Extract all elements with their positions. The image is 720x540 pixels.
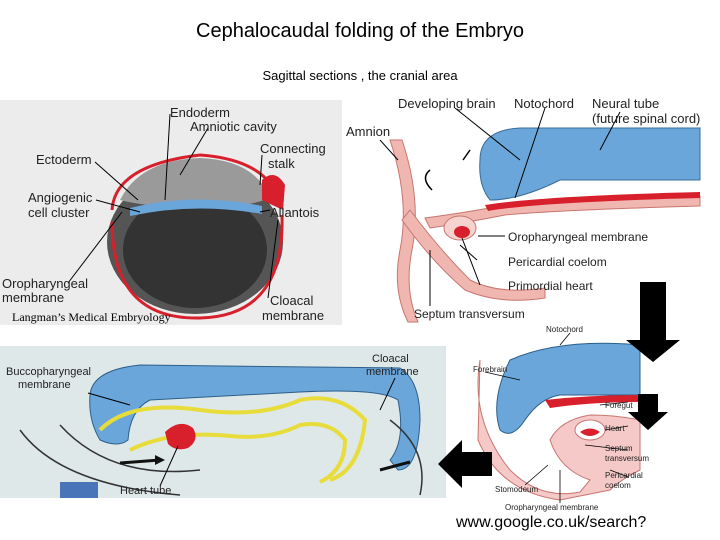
label-septum-2: transversum	[605, 454, 649, 463]
label-developing-brain: Developing brain	[398, 96, 496, 111]
label-forebrain: Forebrain	[473, 365, 507, 374]
source-url: www.google.co.uk/search?	[456, 514, 647, 531]
figure-longitudinal-embryo: Buccopharyngeal membrane Cloacal membran…	[0, 346, 446, 498]
label-notochord-small: Notochord	[546, 325, 583, 334]
label-septum-1: Septum	[605, 444, 633, 453]
label-buccopharyngeal-2: membrane	[18, 379, 71, 391]
label-endoderm: Endoderm	[170, 105, 230, 120]
label-septum-transversum: Septum transversum	[414, 307, 525, 321]
label-angiogenic-2: cell cluster	[28, 205, 90, 220]
label-buccopharyngeal-1: Buccopharyngeal	[6, 366, 91, 378]
label-cloacal-membrane-1: Cloacal	[372, 353, 409, 365]
label-heart-tube: Heart tube	[120, 485, 171, 497]
label-stomodeum: Stomodeum	[495, 485, 538, 494]
figure-head-fold: Notochord Forebrain Foregut Heart Septum…	[458, 325, 668, 512]
label-ectoderm: Ectoderm	[36, 152, 92, 167]
label-primordial-heart: Primordial heart	[508, 279, 593, 293]
label-oropharyngeal-2: membrane	[2, 290, 64, 305]
label-allantois: Allantois	[270, 205, 320, 220]
figure-cranial-folding: Developing brain Notochord Neural tube (…	[346, 96, 701, 323]
figure-caption: Langman’s Medical Embryology	[12, 310, 171, 324]
label-amniotic-cavity: Amniotic cavity	[190, 119, 277, 134]
down-arrow-icon	[626, 282, 680, 362]
label-neural-tube-1: Neural tube	[592, 96, 659, 111]
label-foregut: Foregut	[605, 401, 633, 410]
label-connecting-stalk-2: stalk	[268, 156, 295, 171]
label-cloacal-1: Cloacal	[270, 293, 313, 308]
label-angiogenic-1: Angiogenic	[28, 190, 93, 205]
label-oropharyngeal-small: Oropharyngeal membrane	[505, 503, 599, 512]
label-notochord: Notochord	[514, 96, 574, 111]
label-cloacal-membrane-2: membrane	[366, 366, 419, 378]
label-oropharyngeal-membrane: Oropharyngeal membrane	[508, 230, 648, 244]
left-arrow-icon	[438, 440, 492, 488]
slide-title: Cephalocaudal folding of the Embryo	[196, 20, 524, 42]
label-pericardial-2: coelom	[605, 481, 631, 490]
figure-embryo-sagittal: Endoderm Amniotic cavity Connecting stal…	[0, 100, 342, 325]
label-pericardial-coelom: Pericardial coelom	[508, 255, 607, 269]
label-cloacal-2: membrane	[262, 308, 324, 323]
label-connecting-stalk-1: Connecting	[260, 141, 326, 156]
label-heart-small: Heart	[605, 424, 625, 433]
slide-subtitle: Sagittal sections , the cranial area	[262, 68, 458, 83]
label-neural-tube-2: (future spinal cord)	[592, 111, 700, 126]
label-pericardial-1: Pericardial	[605, 471, 643, 480]
label-amnion: Amnion	[346, 124, 390, 139]
label-oropharyngeal-1: Oropharyngeal	[2, 276, 88, 291]
